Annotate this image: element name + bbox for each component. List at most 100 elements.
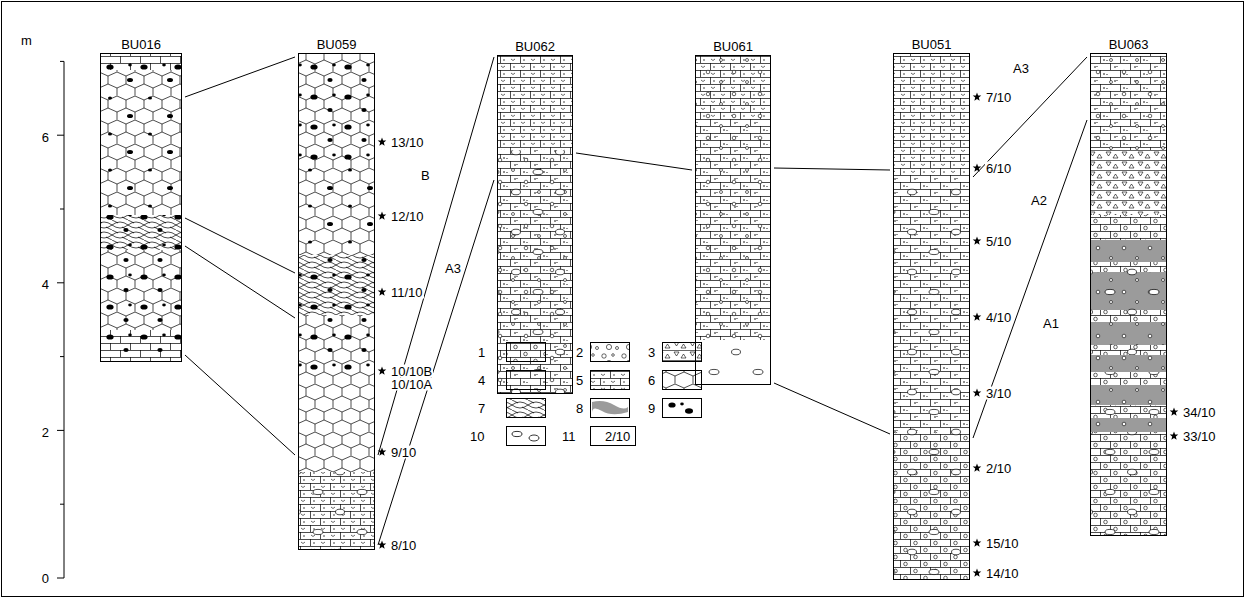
correlation-line bbox=[774, 383, 890, 434]
swatch-ground bbox=[590, 370, 630, 390]
swatch-ground bbox=[662, 342, 702, 362]
section-name: BU051 bbox=[912, 38, 952, 51]
lithology-pattern bbox=[695, 120, 771, 385]
unit-label: A3 bbox=[1012, 62, 1030, 75]
lithology-pattern bbox=[298, 53, 375, 165]
swatch-border bbox=[663, 399, 702, 418]
swatch-ground bbox=[506, 342, 546, 362]
lithology-pattern bbox=[1090, 385, 1167, 405]
lithology-pattern bbox=[298, 315, 375, 375]
scale-label: 0 bbox=[41, 572, 50, 585]
lithology-ground bbox=[298, 165, 375, 255]
swatch-ground bbox=[506, 398, 546, 418]
swatch-ground bbox=[662, 398, 702, 418]
lithology-pattern bbox=[695, 55, 771, 120]
section-name: BU063 bbox=[1109, 38, 1149, 51]
lithology-pattern bbox=[100, 215, 182, 250]
scale-tick bbox=[57, 430, 64, 431]
lithology-pattern bbox=[1090, 272, 1167, 310]
lithology-ground bbox=[298, 472, 375, 550]
lithology-pattern bbox=[893, 53, 970, 175]
section-column: BU062 bbox=[497, 55, 573, 394]
lithology-pattern bbox=[1090, 240, 1167, 262]
lithology-ground bbox=[1090, 53, 1167, 150]
scale-tick bbox=[60, 209, 64, 210]
correlation-line bbox=[973, 57, 1087, 177]
lithology-pattern bbox=[1090, 240, 1167, 440]
lithology-pattern bbox=[298, 165, 375, 255]
lithology-ground bbox=[893, 432, 970, 580]
lithology-ground bbox=[100, 70, 182, 215]
sample-star bbox=[378, 288, 387, 296]
legend-swatch bbox=[590, 342, 630, 362]
sample-number: 14/10 bbox=[985, 567, 1020, 580]
sample-number: 33/10 bbox=[1182, 430, 1217, 443]
lithology-pattern bbox=[100, 215, 182, 250]
legend-swatch bbox=[590, 426, 636, 446]
swatch-pattern bbox=[506, 342, 546, 362]
sample-number: 6/10 bbox=[985, 162, 1012, 175]
scale-tick bbox=[60, 61, 64, 62]
section-column: BU061 bbox=[695, 55, 771, 385]
swatch-border bbox=[591, 427, 636, 446]
lithology-ground bbox=[1090, 418, 1167, 432]
lithology-pattern bbox=[1090, 272, 1167, 310]
lithology-pattern bbox=[1090, 215, 1167, 240]
swatch-border bbox=[591, 399, 630, 418]
legend-number: 4 bbox=[478, 374, 485, 387]
lithology-pattern bbox=[1090, 53, 1167, 150]
sample-stars bbox=[378, 93, 1179, 577]
lithology-ground bbox=[695, 340, 771, 385]
correlation-line bbox=[185, 218, 295, 273]
lithology-ground bbox=[1090, 150, 1167, 215]
sample-star bbox=[973, 164, 982, 172]
sample-number: 9/10 bbox=[390, 446, 417, 459]
legend-number: 8 bbox=[576, 402, 583, 415]
sample-star bbox=[973, 389, 982, 397]
lithology-ground bbox=[695, 55, 771, 120]
lithology-ground bbox=[298, 53, 375, 165]
lithology-pattern bbox=[298, 53, 375, 165]
lithology-ground bbox=[1090, 240, 1167, 262]
lithology-pattern bbox=[695, 340, 771, 385]
sample-number: 34/10 bbox=[1182, 406, 1217, 419]
scale-tick bbox=[60, 356, 64, 357]
legend-swatch bbox=[506, 426, 546, 446]
lithology-pattern bbox=[1090, 53, 1167, 150]
legend-number: 2 bbox=[576, 346, 583, 359]
lithology-pattern bbox=[1090, 240, 1167, 262]
lithology-fills bbox=[100, 53, 1167, 580]
scale-label: 4 bbox=[41, 278, 50, 291]
lithology-pattern bbox=[1090, 418, 1167, 432]
section-name: BU062 bbox=[515, 40, 555, 53]
swatch-pattern bbox=[506, 370, 546, 390]
correlation-line bbox=[185, 57, 295, 97]
lithology-ground bbox=[893, 175, 970, 432]
sample-star bbox=[973, 569, 982, 577]
lithology-ground bbox=[100, 250, 182, 330]
section-column: BU063 bbox=[1090, 53, 1167, 536]
legend-swatch bbox=[506, 342, 546, 362]
legend-swatch bbox=[590, 370, 630, 390]
swatch-ground bbox=[506, 370, 546, 390]
section-column: BU051 bbox=[893, 53, 970, 580]
unit-label: B bbox=[420, 169, 431, 182]
correlation-line bbox=[378, 180, 494, 545]
section-name: BU059 bbox=[317, 38, 357, 51]
lithology-pattern bbox=[1090, 418, 1167, 432]
legend-number: 3 bbox=[648, 346, 655, 359]
lithology-pattern bbox=[100, 330, 182, 362]
lithology-ground bbox=[893, 53, 970, 175]
swatch-border bbox=[591, 343, 630, 362]
lithology-pattern bbox=[893, 175, 970, 432]
lithology-ground bbox=[1090, 355, 1167, 372]
swatch-pattern bbox=[662, 342, 702, 362]
swatch-shape bbox=[512, 431, 522, 436]
lithology-pattern bbox=[1090, 150, 1167, 215]
lithology-pattern bbox=[298, 472, 375, 550]
swatch-shape bbox=[592, 401, 628, 414]
lithology-pattern bbox=[298, 165, 375, 255]
